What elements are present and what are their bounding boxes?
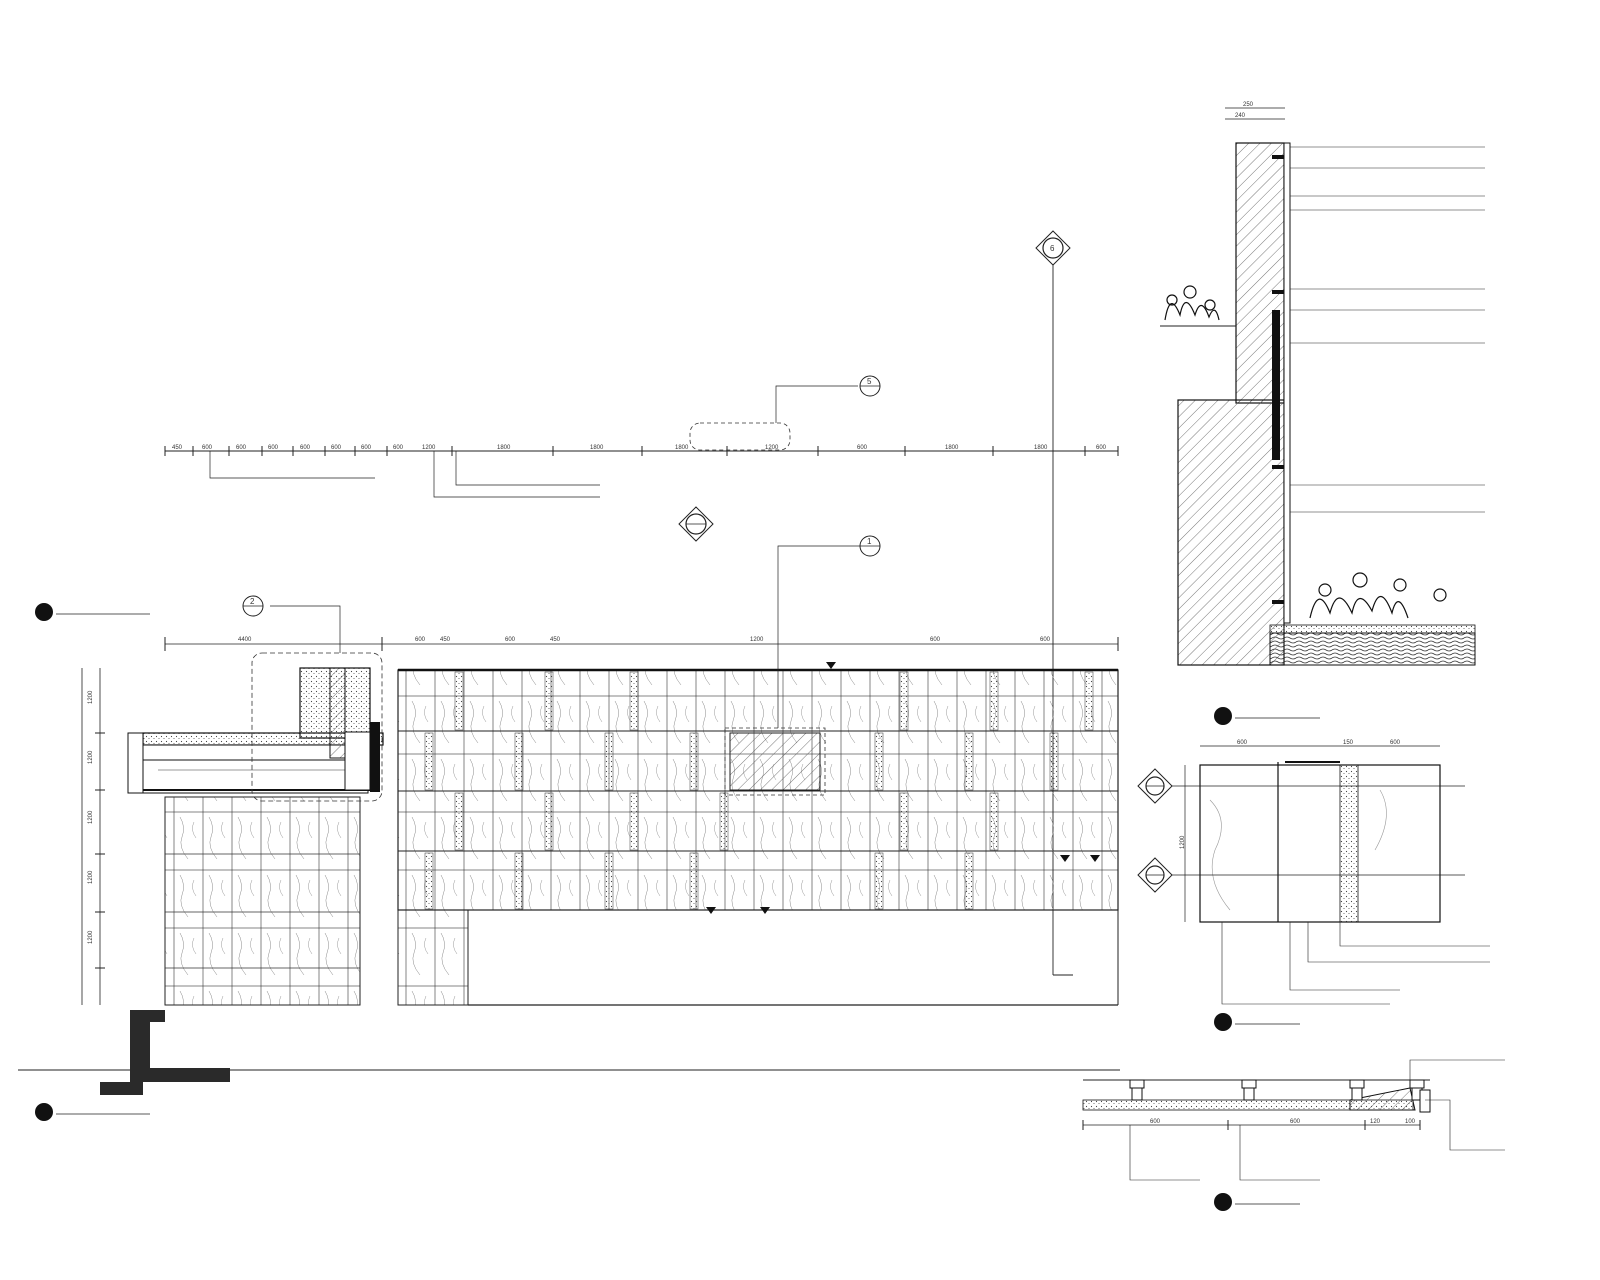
elev-dim-label: 4400 (238, 637, 252, 643)
dim-label: 1200 (422, 445, 436, 451)
drawing-title-dot-icon (1214, 1013, 1232, 1031)
elev-left-dim: 1200 (88, 810, 94, 824)
dim-label: 1200 (765, 445, 779, 451)
elev-dim-label: 450 (550, 637, 561, 643)
dim-label: 600 (300, 445, 311, 451)
drawing-title-dot-icon (1214, 707, 1232, 725)
dim-label: 1800 (1034, 445, 1048, 451)
dim-label: 1800 (675, 445, 689, 451)
drawing-title-dot-icon (35, 1103, 53, 1121)
detail-dim-left: 1200 (1180, 835, 1186, 849)
callout-number: 2 (250, 597, 255, 606)
detail-dim: 600 (1237, 740, 1248, 746)
dim-label: 600 (393, 445, 404, 451)
dim-label: 600 (857, 445, 868, 451)
detail-dim: 150 (1343, 740, 1354, 746)
section-dim: 240 (1235, 113, 1246, 119)
elev-dim-label: 600 (1040, 637, 1051, 643)
dim-label: 600 (236, 445, 247, 451)
panel-detail: 600 150 600 1200 (1137, 740, 1490, 1005)
elev-dim-label: 600 (415, 637, 426, 643)
dim-label: 600 (331, 445, 342, 451)
drawing-title (35, 603, 150, 621)
top-dimension-chain: 450 600 600 600 600 600 600 600 1200 180… (164, 375, 1119, 498)
wall-section: 250 240 (1160, 102, 1485, 666)
callout-number: 6 (1050, 244, 1055, 253)
dim-label: 450 (172, 445, 183, 451)
shrub-symbol-icon (1164, 285, 1220, 321)
plan-dim: 600 (1290, 1119, 1301, 1125)
elev-left-dim: 1200 (88, 930, 94, 944)
dim-label: 1800 (945, 445, 959, 451)
drawing-title-dot-icon (35, 603, 53, 621)
section-dim: 250 (1243, 102, 1254, 108)
elev-dim-label: 600 (930, 637, 941, 643)
drawing-title (1214, 1013, 1300, 1031)
elev-dim-label: 450 (440, 637, 451, 643)
section-marker-icon (1137, 768, 1465, 804)
drawing-title (1214, 1193, 1300, 1211)
dim-label: 600 (1096, 445, 1107, 451)
elev-left-dim: 1200 (88, 870, 94, 884)
callout-number: 5 (867, 377, 872, 386)
drawing-title (35, 1103, 150, 1121)
section-marker-icon (678, 506, 714, 542)
elev-dim-label: 1200 (750, 637, 764, 643)
shrub-symbol-icon (1309, 572, 1447, 619)
callout-number: 1 (867, 537, 872, 546)
plan-dim: 100 (1405, 1119, 1416, 1125)
plan-dim: 600 (1150, 1119, 1161, 1125)
plan-dim: 120 (1370, 1119, 1381, 1125)
dim-label: 600 (202, 445, 213, 451)
dim-label: 600 (268, 445, 279, 451)
detail-dim: 600 (1390, 740, 1401, 746)
elev-left-dim: 1200 (88, 690, 94, 704)
main-elevation: 4400 600 450 600 450 1200 600 600 (18, 535, 1120, 1095)
elev-dim-label: 600 (505, 637, 516, 643)
elev-left-dim: 1200 (88, 750, 94, 764)
dim-label: 1800 (497, 445, 511, 451)
dim-label: 600 (361, 445, 372, 451)
plan-detail: 600 600 120 100 (1082, 1059, 1505, 1181)
drawing-title (1214, 707, 1320, 725)
section-marker-icon (1137, 857, 1465, 893)
dim-label: 1800 (590, 445, 604, 451)
drawing-title-dot-icon (1214, 1193, 1232, 1211)
